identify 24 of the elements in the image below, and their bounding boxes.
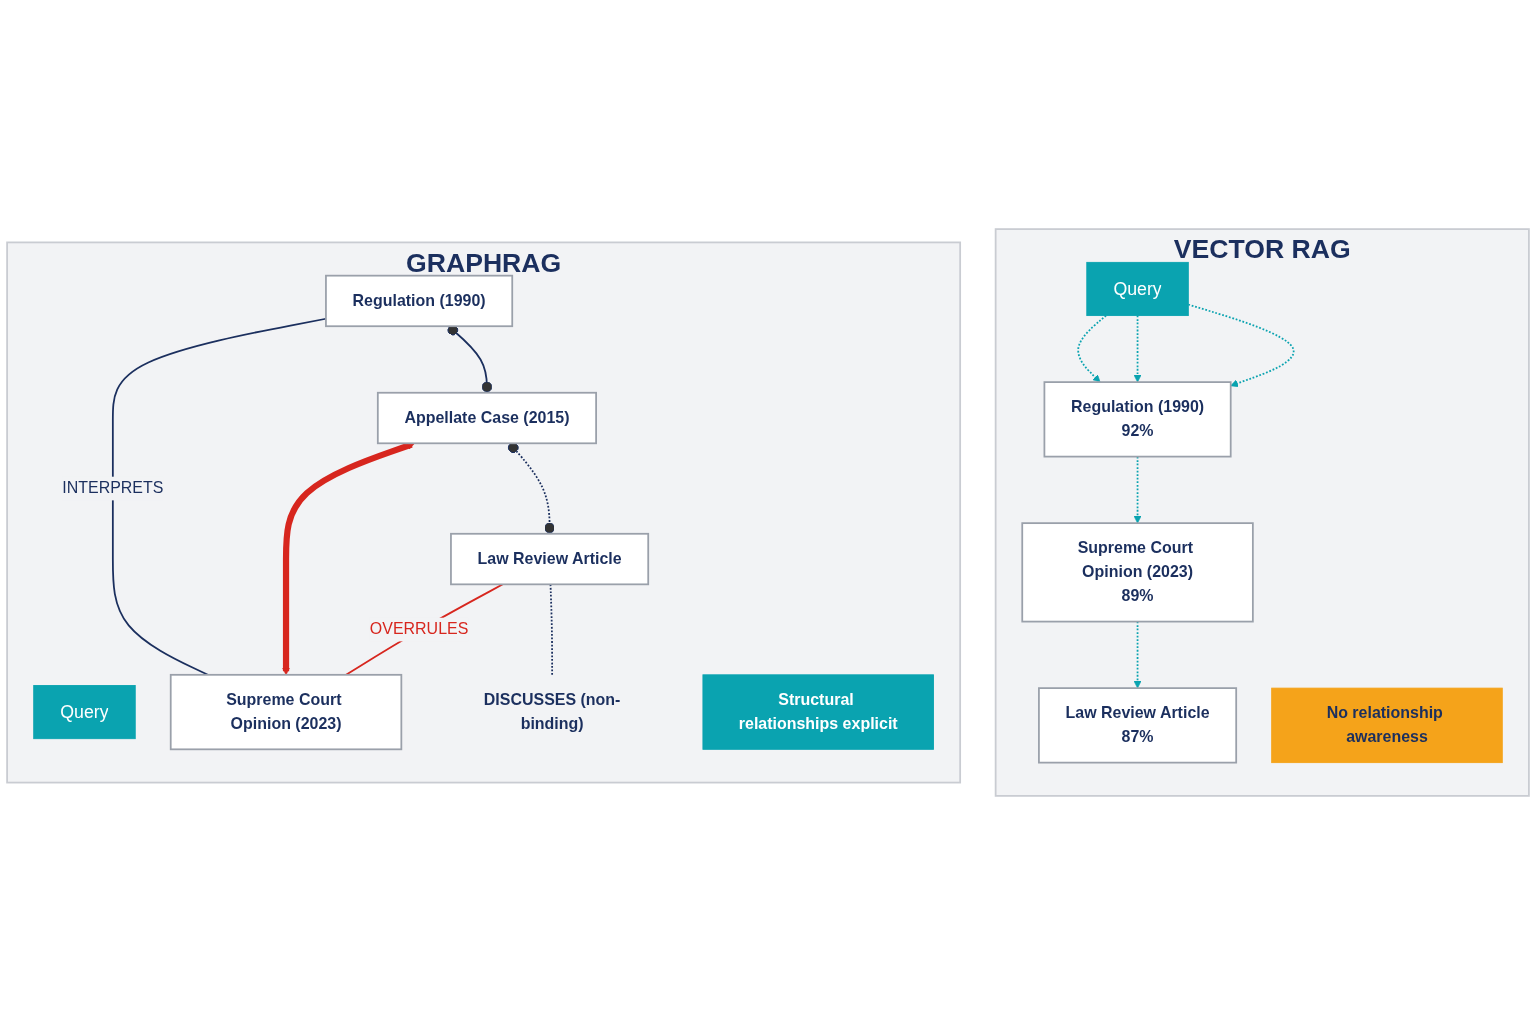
edge-label: OVERRULES	[369, 619, 469, 638]
node-box: Appellate Case (2015)	[376, 391, 597, 444]
arrow	[1077, 314, 1107, 382]
node-box: Law Review Article 87%	[1038, 686, 1238, 763]
connector	[507, 441, 555, 535]
connector	[549, 582, 553, 676]
node-box: Supreme Court Opinion (2023) 89%	[1021, 521, 1254, 622]
connector	[345, 582, 504, 676]
node-text: DISCUSSES (non-binding)	[483, 690, 621, 732]
arrow	[1187, 303, 1295, 387]
arrow	[1133, 455, 1142, 523]
node-box: Query	[1086, 261, 1189, 316]
edge-label: INTERPRETS	[62, 478, 164, 497]
node-box: Regulation (1990) 92%	[1043, 380, 1232, 457]
node-box: Regulation (1990)	[325, 274, 514, 327]
arrow	[1133, 314, 1142, 382]
node-box: Supreme Court Opinion (2023)	[169, 673, 403, 750]
node-box: Query	[33, 684, 136, 739]
node-box: No relationship awareness	[1271, 687, 1503, 763]
connector	[447, 324, 493, 394]
node-box: Law Review Article	[450, 532, 650, 585]
arrow	[1133, 620, 1142, 688]
arrow	[282, 441, 415, 675]
node-box: Structural relationships explicit	[702, 673, 934, 750]
